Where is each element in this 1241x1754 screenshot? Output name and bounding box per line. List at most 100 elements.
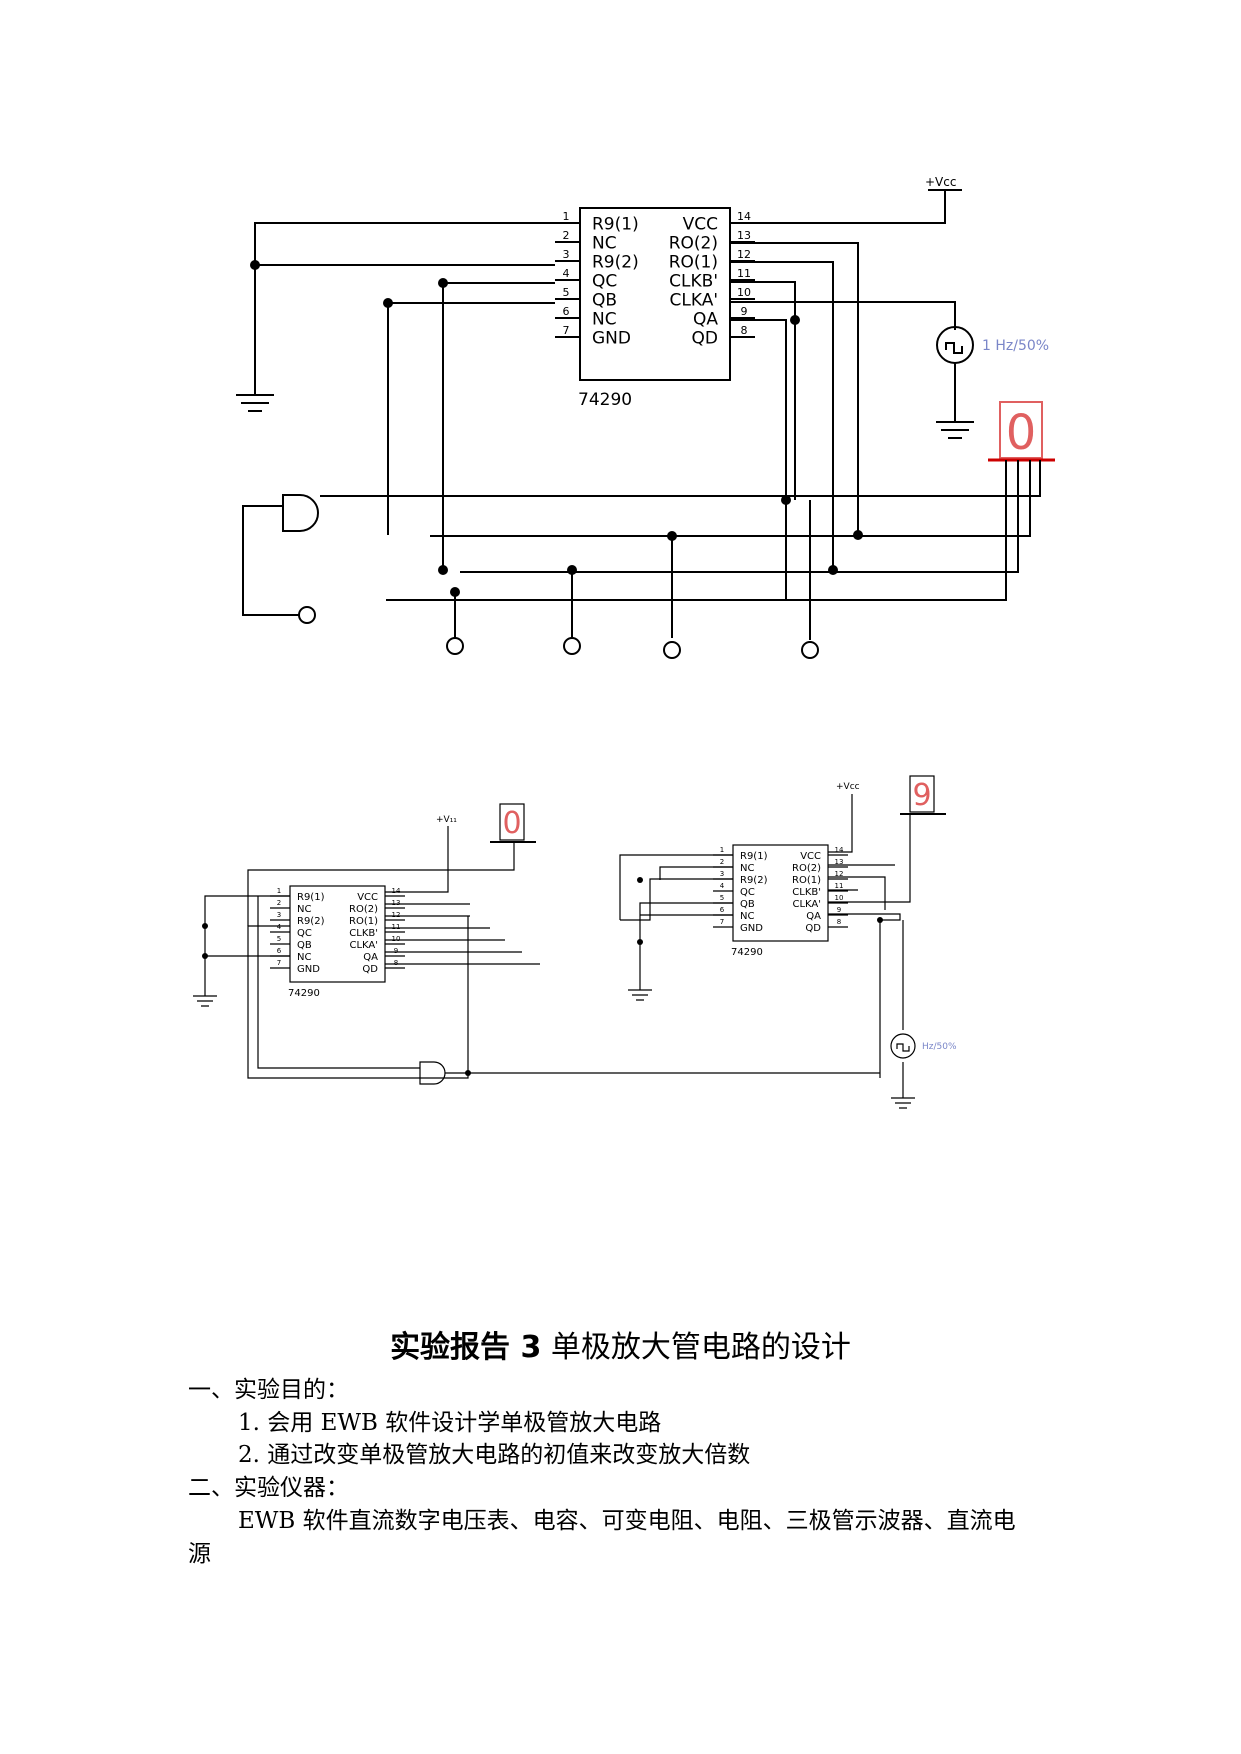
display-digit-left: 0 — [502, 806, 521, 841]
ic-pin-label: QA — [806, 911, 821, 922]
equipment-list: EWB 软件直流数字电压表、电容、可变电阻、电阻、三极管示波器、直流电 — [238, 1508, 1016, 1534]
ic-pin-number: 2 — [720, 858, 724, 866]
display-digit: 0 — [1006, 405, 1037, 461]
ic-pin-label: GND — [740, 923, 763, 934]
ic-pin-label: CLKB' — [792, 887, 821, 898]
ground-symbol — [193, 995, 217, 1007]
ic-pin-label: CLKA' — [792, 899, 821, 910]
ic-name-label: 74290 — [288, 988, 320, 999]
junction — [250, 260, 260, 270]
output-probe — [298, 606, 316, 624]
ic-pin-number: 10 — [835, 894, 844, 902]
ic-pin-number: 9 — [837, 906, 841, 914]
junction — [438, 278, 448, 288]
qb-wire — [387, 302, 555, 535]
qa-wire — [730, 319, 787, 600]
ic-pin-label: NC — [297, 904, 311, 915]
clock-ground — [936, 363, 974, 439]
ic-pin-label: RO(2) — [669, 233, 718, 253]
seven-segment-display-right — [909, 775, 935, 813]
ic-pin-label: QC — [297, 928, 312, 939]
ic-pin-number: 11 — [737, 267, 751, 280]
display-digit-right: 9 — [912, 778, 931, 813]
ic-pin-label: NC — [297, 952, 311, 963]
ic-pin-label: QC — [592, 271, 617, 291]
clock-wires — [891, 920, 915, 1109]
ic-pin-label: NC — [740, 911, 754, 922]
ic-74290-right-body — [732, 844, 829, 942]
seven-segment-display-left — [499, 803, 525, 841]
ic-pin-number: 3 — [720, 870, 724, 878]
ic-pin-label: VCC — [800, 851, 821, 862]
section-heading-purpose: 一、实验目的： — [188, 1377, 349, 1403]
ic-pin-label: NC — [592, 309, 617, 329]
ic-pin-number: 7 — [563, 324, 570, 337]
section-heading-equipment: 二、实验仪器： — [188, 1475, 349, 1501]
ic-pin-label: RO(2) — [349, 904, 378, 915]
vcc-wires — [385, 794, 853, 893]
ic-pin-label: QC — [740, 887, 755, 898]
ic-pin-number: 11 — [835, 882, 844, 890]
junction — [877, 917, 883, 923]
junction — [790, 315, 800, 325]
square-wave-icon — [945, 342, 963, 354]
report-title: 实验报告 3 单极放大管电路的设计 — [0, 1330, 1241, 1366]
and-gate-symbol — [282, 494, 319, 532]
ic-pin-number: 11 — [392, 923, 401, 931]
r91-ground-wire — [254, 222, 555, 395]
ic-pin-number: 12 — [392, 911, 401, 919]
ic-pin-number: 2 — [277, 899, 281, 907]
ic-pin-label: QA — [363, 952, 378, 963]
ro1-wire — [730, 261, 834, 570]
ic-pin-number: 6 — [563, 305, 570, 318]
vcc-label-left: +V₁₁ — [436, 815, 457, 825]
ic-pin-number: 9 — [741, 305, 748, 318]
and-gate-symbol — [419, 1061, 446, 1085]
ic-pin-label: R9(1) — [297, 892, 325, 903]
report-title-text: 单极放大管电路的设计 — [541, 1330, 851, 1365]
ic-pin-label: R9(2) — [297, 916, 325, 927]
ic-pin-number: 14 — [392, 887, 401, 895]
ic-pin-number: 6 — [277, 947, 282, 955]
ic-pin-number: 1 — [277, 887, 281, 895]
ic-pin-number: 10 — [392, 935, 401, 943]
and-output-wire — [242, 505, 300, 616]
ic-pin-number: 7 — [720, 918, 724, 926]
junction — [202, 953, 208, 959]
ic-pin-label: R9(1) — [740, 851, 768, 862]
junction — [383, 298, 393, 308]
output-probe — [663, 641, 681, 659]
ic-pin-label: RO(1) — [349, 916, 378, 927]
ic-name-label: 74290 — [731, 947, 763, 958]
ic-pin-label: VCC — [683, 214, 718, 234]
junction — [853, 530, 863, 540]
ic-pin-number: 5 — [720, 894, 724, 902]
ic-pin-label: CLKA' — [349, 940, 378, 951]
ic-pin-number: 14 — [737, 210, 751, 223]
ic-pin-number: 7 — [277, 959, 281, 967]
ic-pin-number: 13 — [835, 858, 844, 866]
junction — [438, 565, 448, 575]
ic-pin-number: 9 — [394, 947, 398, 955]
ic-pin-label: VCC — [357, 892, 378, 903]
ic-pin-number: 5 — [277, 935, 281, 943]
ic-pin-label: GND — [592, 328, 631, 348]
ic-pin-number: 8 — [394, 959, 398, 967]
ro2-wire — [730, 242, 859, 535]
ic-pin-label: RO(1) — [792, 875, 821, 886]
junction — [781, 495, 791, 505]
ic-pin-label: GND — [297, 964, 320, 975]
junction — [465, 1070, 471, 1076]
ic-pin-number: 6 — [720, 906, 725, 914]
ic-pin-number: 12 — [737, 248, 751, 261]
and-gate-wires — [257, 896, 880, 1074]
ic-pin-number: 3 — [277, 911, 281, 919]
ic-pin-number: 13 — [737, 229, 751, 242]
ic-pin-label: QA — [693, 309, 718, 329]
